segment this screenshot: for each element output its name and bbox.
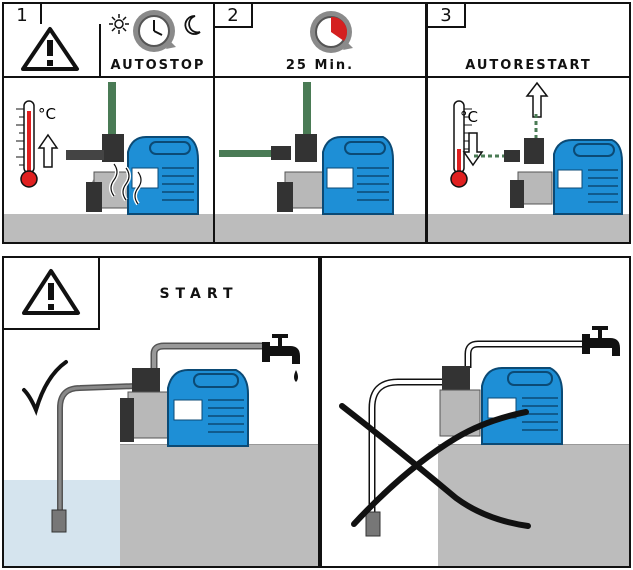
floor — [4, 214, 213, 242]
faucet-icon — [582, 326, 620, 356]
step-number: 3 — [428, 4, 466, 28]
pump-illustration — [66, 82, 199, 215]
panel-caption: AUTORESTART — [465, 58, 592, 73]
checkmark-icon — [22, 360, 68, 416]
clock-icon — [133, 10, 176, 52]
panel-start-wrong — [320, 256, 631, 568]
cross-icon — [339, 403, 531, 529]
floor — [215, 214, 425, 242]
warning-icon — [21, 27, 79, 71]
panel-caption: AUTOSTOP — [110, 58, 206, 73]
moon-icon — [184, 15, 201, 35]
pump-illustration — [51, 342, 266, 533]
temperature-unit: °C — [460, 108, 478, 126]
temperature-unit: °C — [38, 105, 56, 123]
pump-illustration — [219, 82, 394, 215]
faucet-icon — [262, 334, 300, 382]
warning-box — [4, 24, 101, 78]
sun-icon — [109, 14, 129, 34]
ledge — [120, 444, 318, 566]
panel-2-wait: 2 25 Min. — [213, 2, 427, 244]
thermometer-icon — [450, 100, 472, 188]
panel-3-autorestart: 3 AUTORESTART °C — [426, 2, 631, 244]
panel-caption: START — [159, 286, 239, 302]
panel-caption: 25 Min. — [285, 58, 355, 73]
pump-illustration — [474, 114, 623, 215]
floor — [428, 214, 629, 242]
thermometer-icon — [16, 100, 38, 188]
step-number: 2 — [215, 4, 253, 28]
arrow-up-icon — [525, 81, 549, 118]
timer-icon — [310, 11, 353, 53]
panel-start-correct: START — [2, 256, 320, 568]
warning-box — [4, 258, 100, 330]
pump-illustration — [365, 340, 586, 537]
warning-icon — [22, 269, 80, 315]
arrow-up-icon — [37, 133, 59, 168]
panel-1-autostop: 1 AUTOSTOP °C — [2, 2, 215, 244]
